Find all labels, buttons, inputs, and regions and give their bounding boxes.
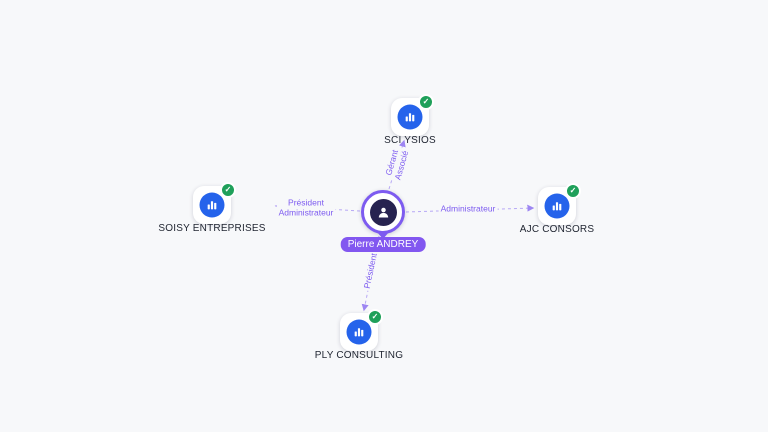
verified-check-icon: ✓ (418, 94, 434, 110)
verified-check-icon: ✓ (220, 182, 236, 198)
verified-check-icon: ✓ (367, 309, 383, 325)
person-marker (361, 190, 405, 234)
company-node-ply-consulting[interactable]: ✓ PLY CONSULTING (315, 309, 403, 361)
company-name: AJC CONSORS (519, 224, 595, 235)
company-building-icon (346, 319, 372, 345)
edge-right (405, 204, 535, 213)
company-name: SCI YSIOS (384, 135, 436, 146)
company-node-soisy-entreprises[interactable]: ✓ SOISY ENTREPRISES (158, 182, 265, 234)
company-node-sci-ysios[interactable]: ✓ SCI YSIOS (384, 94, 436, 146)
company-card: ✓ (340, 309, 383, 351)
company-building-icon (544, 193, 570, 219)
company-node-ajc-consors[interactable]: ✓ AJC CONSORS (520, 183, 594, 235)
company-building-icon (199, 192, 225, 218)
company-name: PLY CONSULTING (314, 350, 404, 361)
company-card: ✓ (193, 182, 236, 224)
company-card: ✓ (538, 183, 581, 225)
person-name-badge: Pierre ANDREY (340, 237, 426, 252)
edge-left (274, 202, 361, 212)
edge-top (388, 139, 406, 190)
person-icon (369, 198, 397, 226)
marker-pin-tail (377, 232, 389, 239)
verified-check-icon: ✓ (565, 183, 581, 199)
company-card: ✓ (391, 94, 434, 136)
company-building-icon (397, 104, 423, 130)
person-node-pierre-andrey[interactable]: Pierre ANDREY (340, 190, 426, 252)
company-name: SOISY ENTREPRISES (158, 223, 266, 234)
